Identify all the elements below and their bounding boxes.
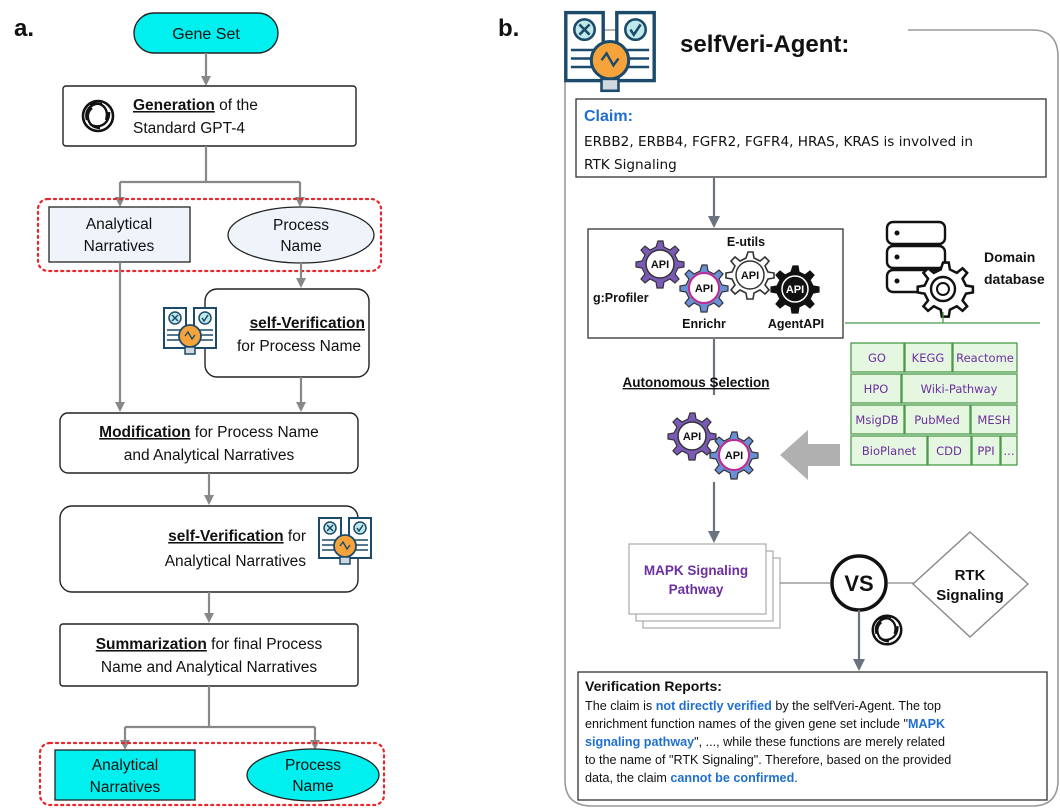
claim-heading: Claim: xyxy=(584,108,633,125)
summarization-box xyxy=(59,623,359,687)
database-cell: KEGG xyxy=(912,351,945,365)
svg-text:API: API xyxy=(651,259,669,271)
domain-database-label: database xyxy=(984,271,1045,287)
result-pathway-text: Pathway xyxy=(669,582,724,597)
summarization-line1: Summarization for final Process xyxy=(96,636,323,653)
rtk-signaling-node xyxy=(911,531,1030,638)
database-cell: HPO xyxy=(864,382,889,396)
claim-box xyxy=(575,98,1047,178)
report-line: The claim is not directly verified by th… xyxy=(585,699,941,713)
svg-text:API: API xyxy=(695,283,713,295)
output-group-outline xyxy=(36,197,383,273)
svg-text:API: API xyxy=(683,431,701,443)
enrichr-label: Enrichr xyxy=(682,317,726,331)
database-cell: GO xyxy=(868,351,886,365)
summarization-line2: Name and Analytical Narratives xyxy=(101,659,317,676)
generation-line2: Standard GPT-4 xyxy=(133,120,245,137)
generation-line1: Generation of the xyxy=(133,97,258,114)
database-cell: CDD xyxy=(936,444,962,458)
database-connector xyxy=(845,312,1040,324)
modification-line1: Modification for Process Name xyxy=(99,424,319,441)
final-output-group-outline xyxy=(38,741,386,807)
database-cell: PubMed xyxy=(914,413,960,427)
database-feed-arrow xyxy=(780,430,840,480)
agentapi-label: AgentAPI xyxy=(768,317,824,331)
selected-api-icon: API API xyxy=(667,412,759,480)
self-verification-subtitle: for Process Name xyxy=(237,338,361,355)
autonomous-selection-label: Autonomous Selection xyxy=(622,375,769,390)
final-process-text: Name xyxy=(292,778,333,795)
gprofiler-api-icon: API xyxy=(635,240,685,289)
report-line: data, the claim cannot be confirmed. xyxy=(585,771,798,785)
database-cell: ... xyxy=(1004,444,1015,458)
rtk-text: Signaling xyxy=(936,587,1004,604)
final-narratives-text: Analytical xyxy=(92,757,158,774)
final-process-name-node xyxy=(246,748,380,802)
svg-text:API: API xyxy=(725,450,743,462)
eutils-api-icon: API xyxy=(725,251,775,300)
result-document-stack xyxy=(628,543,781,629)
rtk-text: RTK xyxy=(955,567,986,584)
branch-lines xyxy=(125,686,315,729)
gprofiler-label: g:Profiler xyxy=(593,291,649,305)
domain-database-label: Domain xyxy=(984,249,1035,265)
result-pathway-text: MAPK Signaling xyxy=(644,563,748,578)
self-verification-process-box xyxy=(204,288,370,378)
eutils-label: E-utils xyxy=(727,235,765,249)
agentapi-icon: API xyxy=(770,265,820,314)
claim-text: RTK Signaling xyxy=(584,157,677,173)
report-line: signaling pathway", ..., while these fun… xyxy=(585,735,945,749)
final-analytical-narratives-node xyxy=(54,749,196,801)
report-line: enrichment function names of the given g… xyxy=(585,717,945,731)
process-name-text: Name xyxy=(280,238,321,255)
final-process-text: Process xyxy=(285,757,341,774)
self-verification-narratives-line2: Analytical Narratives xyxy=(165,553,307,570)
database-cell: Reactome xyxy=(956,351,1014,365)
final-narratives-text: Narratives xyxy=(90,779,161,796)
report-heading: Verification Reports: xyxy=(585,678,722,694)
self-verification-narratives-box xyxy=(59,505,359,593)
modification-box xyxy=(59,412,359,474)
database-cell: Wiki-Pathway xyxy=(921,382,998,396)
branch-lines xyxy=(120,146,300,184)
generation-box xyxy=(62,85,357,147)
process-name-text: Process xyxy=(273,217,329,234)
self-verification-title: self-Verification xyxy=(250,315,365,332)
database-cell: PPI xyxy=(977,444,994,458)
self-verification-icon xyxy=(564,10,656,93)
svg-text:API: API xyxy=(786,284,804,296)
panel-b-label: b. xyxy=(498,15,519,42)
agent-title: selfVeri-Agent: xyxy=(680,31,849,58)
database-icon xyxy=(885,220,975,318)
chatgpt-logo-icon xyxy=(871,614,903,646)
database-cell: MESH xyxy=(977,413,1010,427)
analytical-narratives-text: Analytical xyxy=(86,216,152,233)
self-verification-icon xyxy=(163,307,217,355)
self-verification-narratives-line1: self-Verification for xyxy=(168,528,306,545)
modification-line2: and Analytical Narratives xyxy=(124,447,295,464)
database-cell: MsigDB xyxy=(855,413,898,427)
verification-report-box xyxy=(577,671,1048,801)
report-line: to the name of "RTK Signaling". Therefor… xyxy=(585,753,951,767)
database-table: GO KEGG Reactome HPO Wiki-Pathway MsigDB… xyxy=(850,342,1018,466)
vs-text: VS xyxy=(844,571,873,596)
svg-text:API: API xyxy=(741,270,759,282)
enrichr-api-icon: API xyxy=(679,264,729,313)
gene-set-label: Gene Set xyxy=(172,26,240,43)
claim-text: ERBB2, ERBB4, FGFR2, FGFR4, HRAS, KRAS i… xyxy=(584,134,973,150)
database-cell: BioPlanet xyxy=(862,444,917,458)
panel-a-label: a. xyxy=(14,15,34,42)
analytical-narratives-text: Narratives xyxy=(84,238,155,255)
